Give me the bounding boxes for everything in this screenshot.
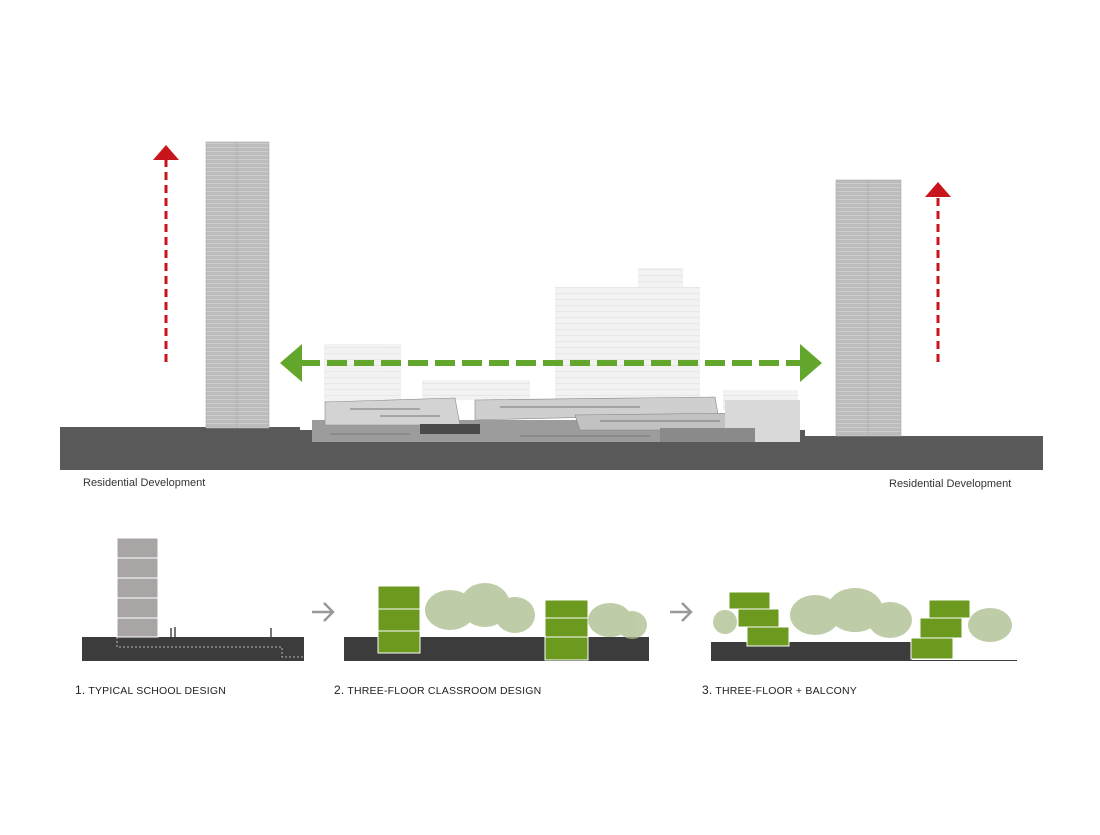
red-dashed-up-arrow-icon [153, 145, 179, 362]
green-dashed-double-arrow-icon [280, 344, 822, 382]
step-arrow-icon [312, 602, 335, 622]
caption-three-floor-classroom: 2. THREE-FLOOR CLASSROOM DESIGN [334, 683, 541, 697]
red-dashed-up-arrow-icon [925, 182, 951, 362]
caption-three-floor-balcony: 3. THREE-FLOOR + BALCONY [702, 683, 857, 697]
residential-development-label-left: Residential Development [83, 477, 206, 489]
caption-number: 3. [702, 683, 713, 697]
background-buildings [324, 268, 798, 410]
caption-typical-school: 1. TYPICAL SCHOOL DESIGN [75, 683, 226, 697]
caption-number: 1. [75, 683, 86, 697]
step-arrow-icon [670, 602, 693, 622]
residential-development-label-right: Residential Development [889, 478, 1012, 490]
caption-text: THREE-FLOOR CLASSROOM DESIGN [347, 685, 542, 697]
caption-number: 2. [334, 683, 345, 697]
right-residential-tower [835, 179, 902, 437]
three-floor-classroom-diagram [344, 583, 649, 661]
caption-text: THREE-FLOOR + BALCONY [715, 685, 857, 697]
caption-text: TYPICAL SCHOOL DESIGN [88, 685, 226, 697]
three-floor-balcony-diagram [711, 588, 1017, 661]
school-complex-elevation [312, 396, 800, 442]
typical-school-diagram [82, 537, 304, 661]
left-residential-tower [205, 141, 270, 429]
